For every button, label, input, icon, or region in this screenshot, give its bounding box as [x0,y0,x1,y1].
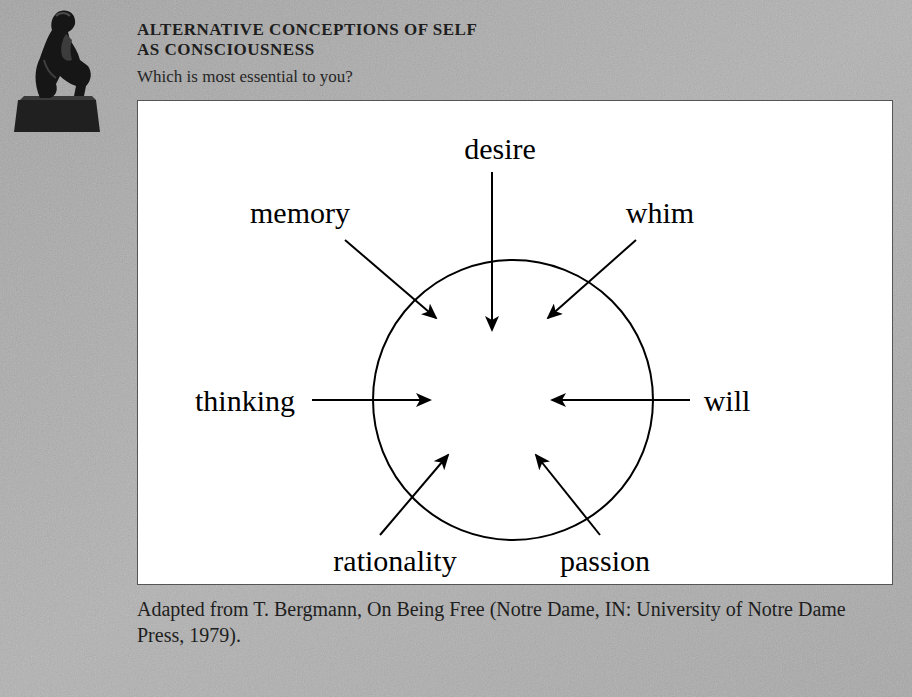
concept-label-box: whim [626,196,694,229]
concept-label: passion [560,544,650,577]
arrow [380,455,448,535]
subtitle: Which is most essential to you? [137,68,353,87]
concept-label-box: thinking [195,384,295,417]
concept-label: rationality [333,544,456,577]
concept-label: desire [464,132,536,165]
title: ALTERNATIVE CONCEPTIONS OF SELF AS CONSC… [137,20,502,61]
caption-block: Adapted from T. Bergmann, On Being Free … [137,596,897,648]
white-panel [137,100,893,585]
concept-label-box: passion [560,544,650,577]
arrow [552,399,690,401]
arrow [548,240,636,318]
subtitle-box: Which is most essential to you? [137,68,353,87]
arrow [536,455,600,535]
concept-label: will [704,384,751,417]
concept-label: memory [250,196,350,229]
arrow [491,172,493,330]
concept-label: thinking [195,384,295,417]
concept-label-box: will [704,384,751,417]
concept-label-box: desire [464,132,536,165]
concept-label-box: rationality [333,544,456,577]
concept-label-box: memory [250,196,350,229]
title-block: ALTERNATIVE CONCEPTIONS OF SELF AS CONSC… [137,20,502,61]
thinker-statue [0,0,130,135]
concept-label: whim [626,196,694,229]
arrow [312,399,430,401]
caption: Adapted from T. Bergmann, On Being Free … [137,596,897,648]
arrow [345,240,436,318]
